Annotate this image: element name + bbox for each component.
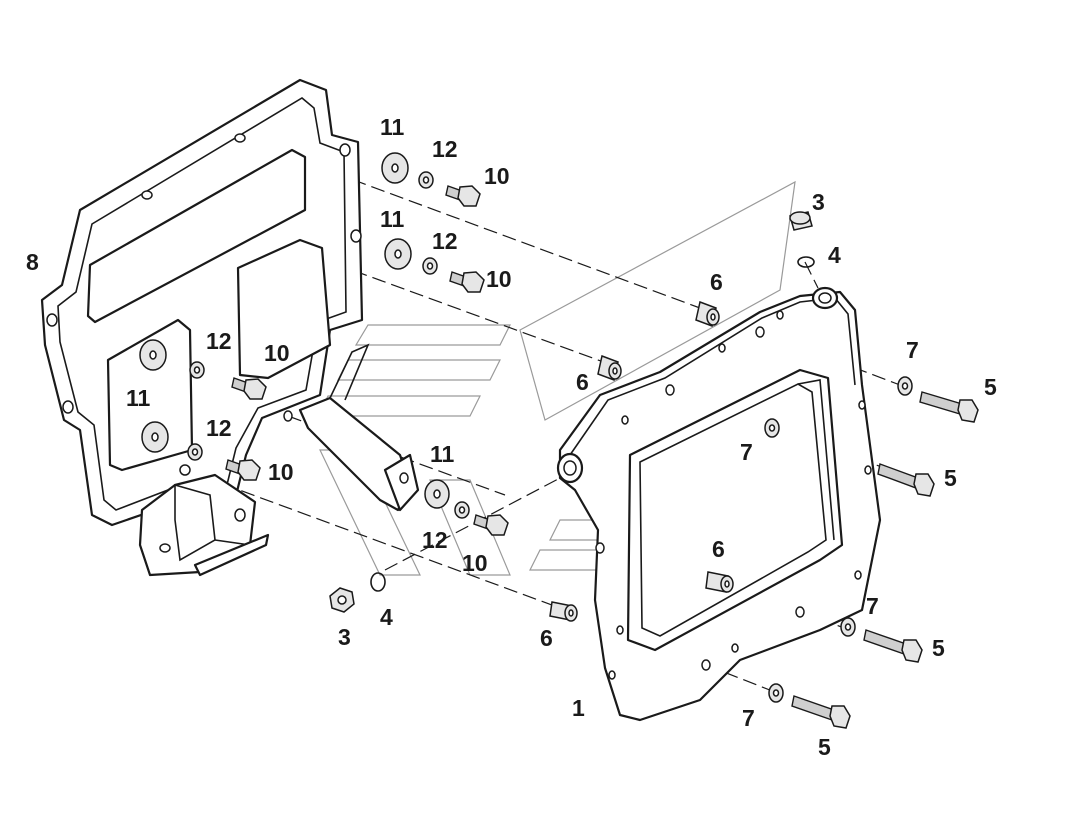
bolt-5: [863, 629, 923, 663]
bolt-10: [225, 459, 261, 481]
bolt-10: [445, 185, 481, 207]
bolt-5: [919, 391, 979, 423]
washer-7: [764, 418, 780, 438]
callout-labels: 1 3 3 4 4 5 5 5 5 6 6 6 6 7 7 7 7 8 10 1…: [26, 114, 997, 760]
callout-8: 8: [26, 249, 39, 275]
short-bolts: [225, 185, 509, 536]
washer-7: [897, 376, 913, 396]
callout-11: 11: [126, 385, 151, 411]
washer-12: [187, 443, 203, 461]
plug-3: [789, 211, 813, 231]
long-bolts: [791, 391, 979, 729]
bolt-10: [449, 271, 485, 293]
washer-7: [768, 683, 784, 703]
callout-4: 4: [828, 242, 841, 268]
callout-11: 11: [380, 206, 405, 232]
bolt-5: [791, 695, 851, 729]
callout-6: 6: [540, 625, 553, 651]
large-washers: [139, 152, 450, 509]
callout-11: 11: [430, 441, 455, 467]
callout-4: 4: [380, 604, 393, 630]
angled-support-bracket: [298, 343, 420, 512]
o-ring-4: [797, 256, 815, 268]
bolt-10: [231, 377, 267, 400]
washer-11: [424, 479, 450, 509]
callout-12: 12: [206, 328, 232, 354]
callout-12: 12: [432, 136, 458, 162]
callout-7: 7: [740, 439, 753, 465]
callout-6: 6: [710, 269, 723, 295]
callout-12: 12: [432, 228, 458, 254]
callout-10: 10: [486, 266, 512, 292]
flat-washers: [764, 376, 913, 703]
callout-7: 7: [866, 593, 879, 619]
mounting-plate: [40, 78, 364, 527]
spacer-6: [549, 601, 578, 622]
callout-12: 12: [422, 527, 448, 553]
spacers: [549, 300, 734, 622]
callout-11: 11: [380, 114, 405, 140]
washer-12: [422, 257, 438, 275]
washer-11: [141, 421, 169, 453]
plug-3: [329, 587, 355, 613]
callout-5: 5: [932, 635, 945, 661]
bolt-10: [473, 514, 509, 536]
callout-10: 10: [268, 459, 294, 485]
callout-12: 12: [206, 415, 232, 441]
callout-10: 10: [462, 550, 488, 576]
callout-10: 10: [264, 340, 290, 366]
lower-bracket: [138, 473, 270, 577]
callout-5: 5: [944, 465, 957, 491]
o-ring-4: [370, 572, 386, 592]
washer-12: [454, 501, 470, 519]
callout-6: 6: [576, 369, 589, 395]
callout-3: 3: [338, 624, 351, 650]
callout-1: 1: [572, 695, 585, 721]
washer-11: [139, 339, 167, 371]
spacer-6: [705, 571, 734, 593]
callout-5: 5: [818, 734, 831, 760]
ecu-housing: [556, 286, 882, 722]
washer-11: [381, 152, 409, 184]
washer-11: [384, 238, 412, 270]
washer-12: [189, 361, 205, 379]
washer-7: [840, 617, 856, 637]
callout-3: 3: [812, 189, 825, 215]
callout-10: 10: [484, 163, 510, 189]
callout-7: 7: [742, 705, 755, 731]
callout-6: 6: [712, 536, 725, 562]
lock-washers: [187, 171, 470, 519]
callout-7: 7: [906, 337, 919, 363]
spacer-6: [597, 354, 622, 382]
bolt-5: [877, 463, 935, 497]
spacer-6: [695, 300, 720, 328]
plugs-and-orings: [329, 211, 815, 613]
callout-5: 5: [984, 374, 997, 400]
washer-12: [418, 171, 434, 189]
